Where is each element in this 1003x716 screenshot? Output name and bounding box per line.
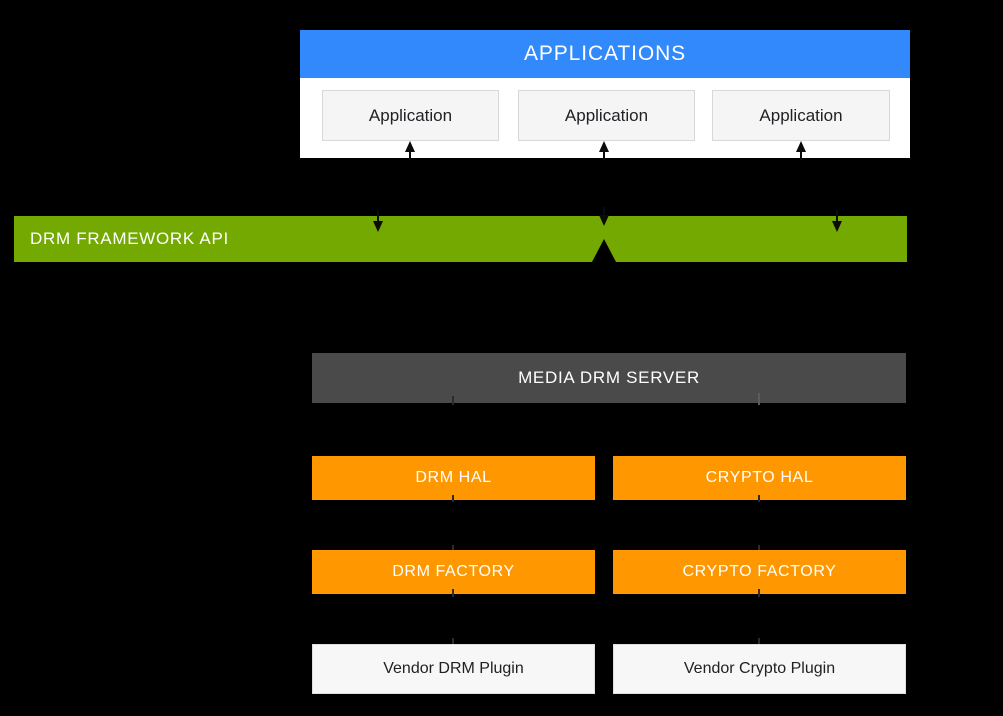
arrow-stem-up-2	[603, 148, 605, 160]
drm-hal-box: DRM HAL	[312, 456, 595, 500]
vendor-drm-plugin-box: Vendor DRM Plugin	[312, 644, 595, 694]
application-box-2[interactable]: Application	[518, 90, 695, 141]
arrow-stem-down-2	[603, 207, 605, 218]
drm-factory-box: DRM FACTORY	[312, 550, 595, 594]
connector-drm-hal-to-drm-factory	[452, 495, 454, 502]
connector-crypto-factory-to-crypto-plugin	[758, 589, 760, 597]
vendor-crypto-plugin-box: Vendor Crypto Plugin	[613, 644, 906, 694]
arrow-down-to-framework-2	[599, 215, 609, 226]
up-triangle-server-to-framework	[592, 239, 616, 262]
drm-framework-api-bar: DRM FRAMEWORK API	[14, 216, 907, 262]
connector-drm-plugin-top	[452, 638, 454, 646]
arrow-stem-down-3	[836, 210, 838, 223]
arrow-down-to-framework-3	[832, 221, 842, 232]
connector-crypto-plugin-top	[758, 638, 760, 646]
media-drm-server-box: MEDIA DRM SERVER	[312, 353, 906, 403]
arrow-up-to-application-3	[796, 141, 806, 152]
arrow-up-to-application-1	[405, 141, 415, 152]
application-box-1[interactable]: Application	[322, 90, 499, 141]
arrow-stem-up-1	[409, 148, 411, 160]
arrow-up-to-application-2	[599, 141, 609, 152]
connector-server-to-drm-hal	[452, 396, 454, 405]
application-box-3[interactable]: Application	[712, 90, 890, 141]
connector-server-to-crypto-hal	[758, 393, 760, 405]
connector-crypto-hal-to-crypto-factory	[758, 495, 760, 502]
connector-crypto-factory-top	[758, 545, 760, 553]
connector-drm-factory-top	[452, 545, 454, 553]
crypto-hal-box: CRYPTO HAL	[613, 456, 906, 500]
arrow-stem-up-3	[800, 148, 802, 160]
crypto-factory-box: CRYPTO FACTORY	[613, 550, 906, 594]
connector-drm-factory-to-drm-plugin	[452, 589, 454, 597]
arrow-stem-down-1	[377, 210, 379, 223]
arrow-down-to-framework-1	[373, 221, 383, 232]
applications-header: APPLICATIONS	[300, 30, 910, 78]
